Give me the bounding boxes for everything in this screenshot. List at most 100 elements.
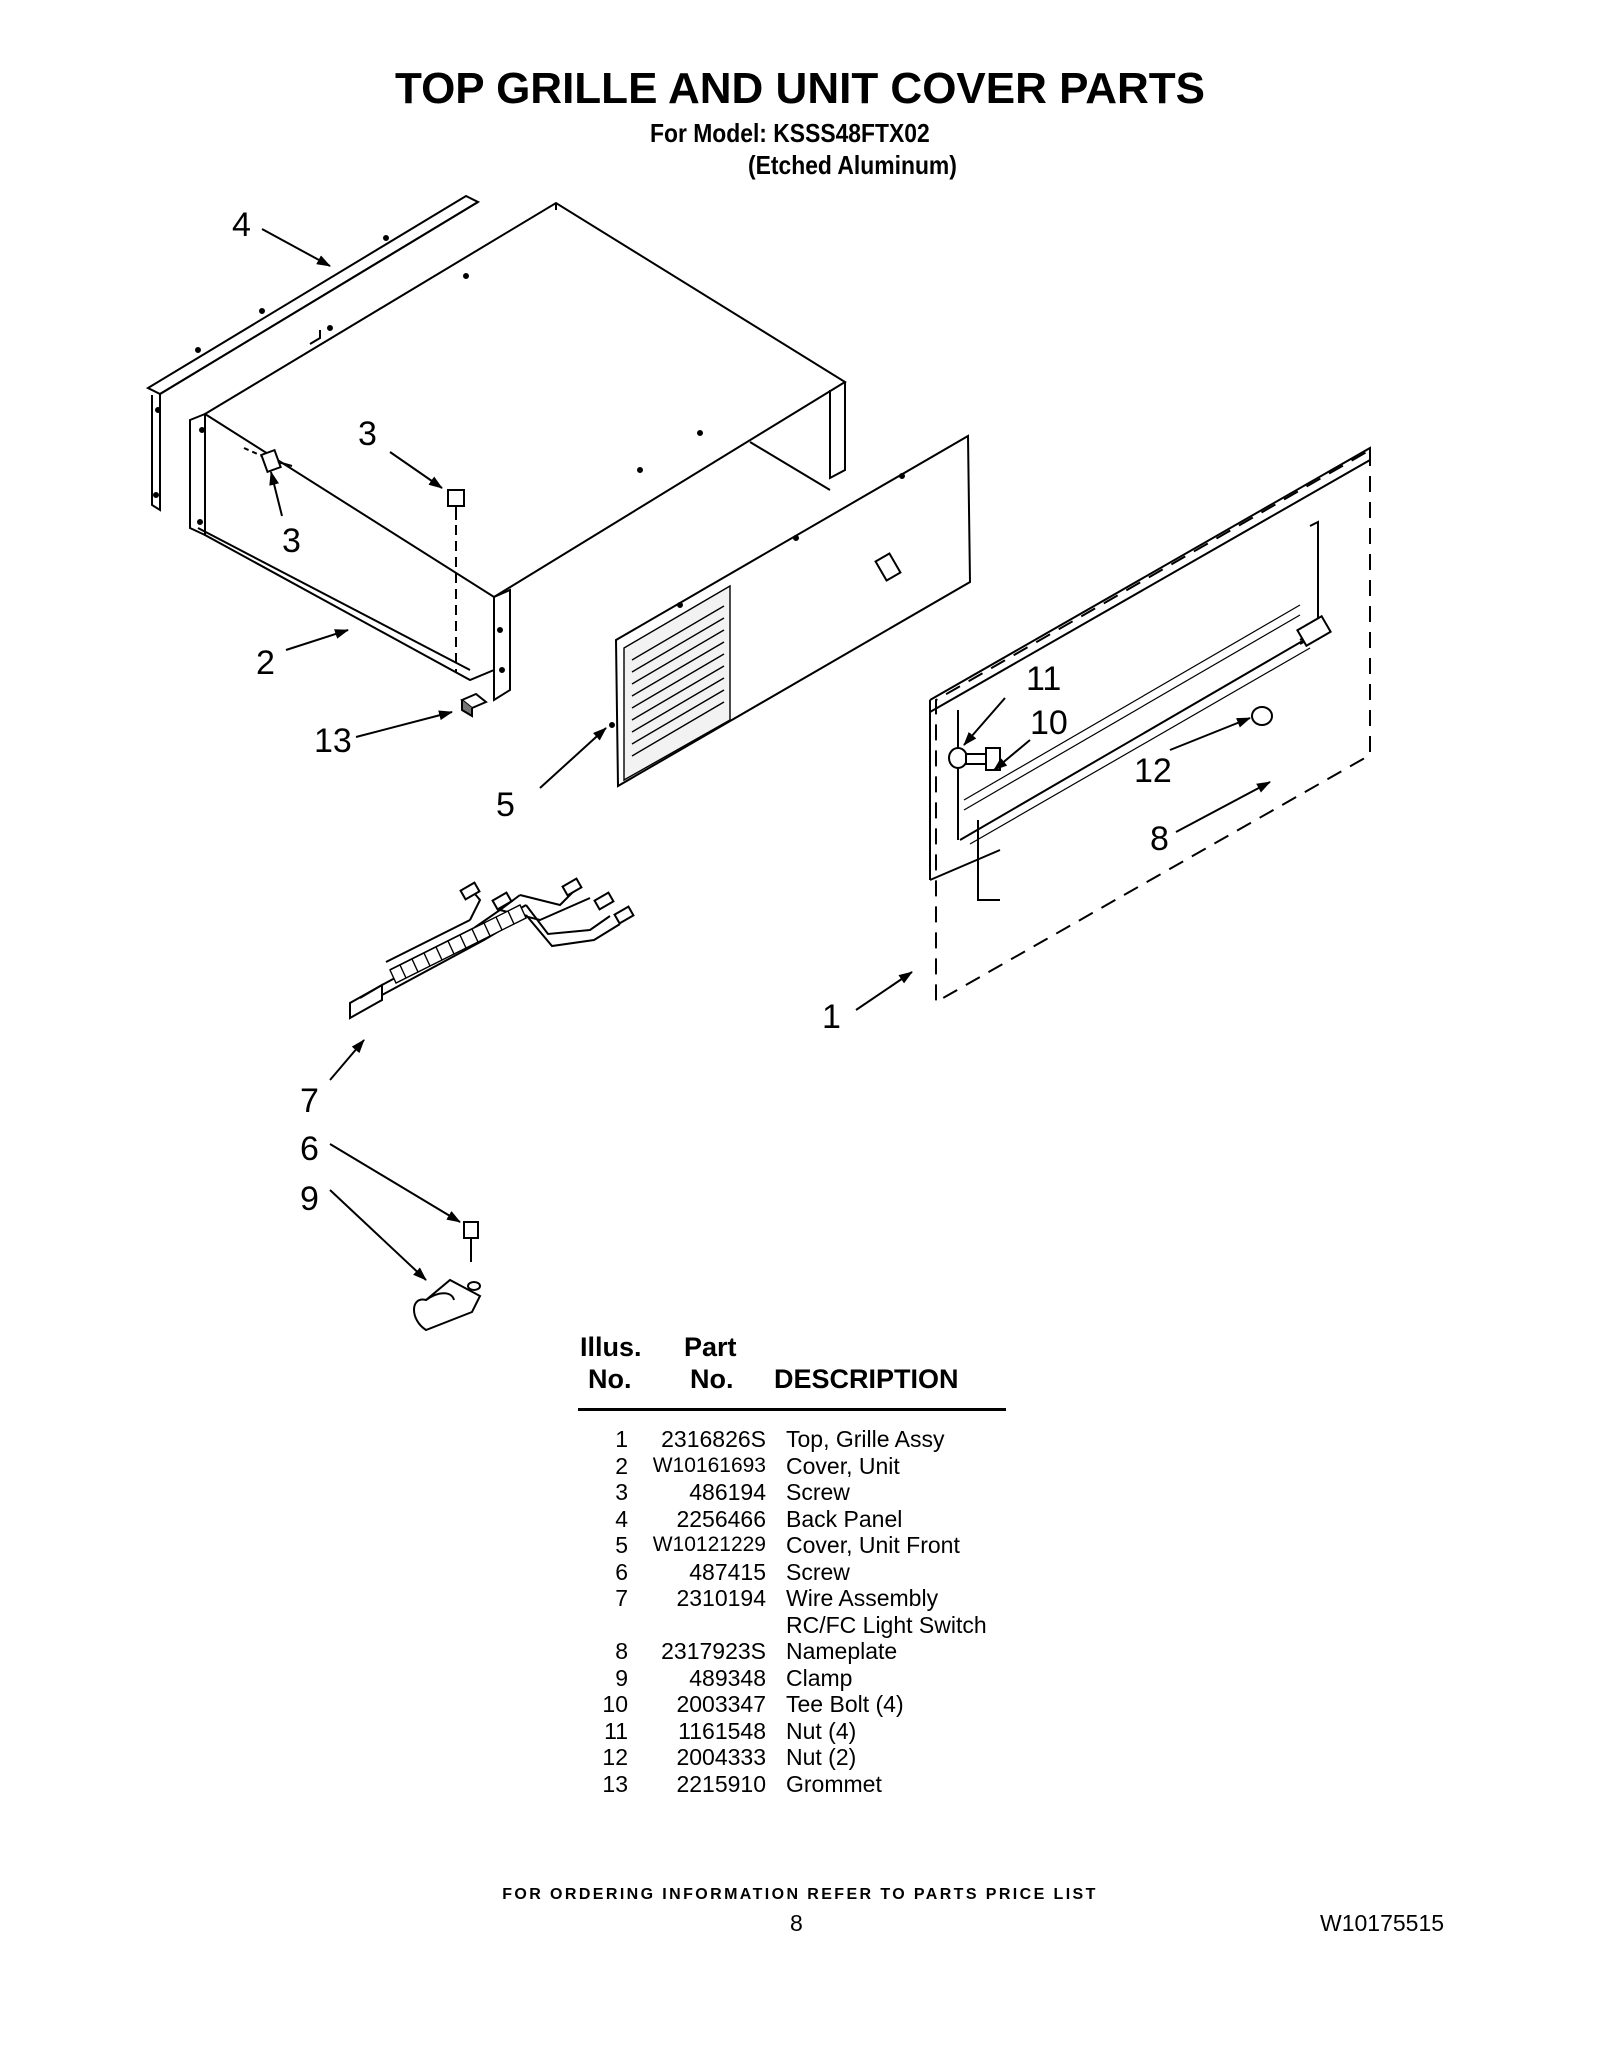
document-number: W10175515 [1320,1910,1445,1936]
illus-number: 8 [615,1638,628,1664]
table-row: 6 487415 Screw [578,1559,1008,1586]
finish-line: (Etched Aluminum) [748,150,957,180]
callout-3-left: 3 [282,522,301,560]
table-row: 10 2003347 Tee Bolt (4) [578,1691,1008,1718]
callout-3-top: 3 [358,415,377,453]
grille-assembly-boundary [935,449,1371,1004]
header-illus-no: No. [588,1364,632,1394]
part-description: Top, Grille Assy [786,1426,945,1453]
part-description-line: RC/FC Light Switch [786,1611,987,1638]
table-row: 3 486194 Screw [578,1479,1008,1506]
part-description: Screw [786,1479,850,1506]
callout-4: 4 [232,206,251,244]
part-description-line: Top, Grille Assy [786,1426,945,1452]
page-number: 8 [790,1910,803,1936]
header-illus: Illus. [580,1332,642,1362]
header-part-no: No. [690,1364,734,1394]
part-number: W10161693 [652,1453,766,1477]
part-description: Screw [786,1559,850,1586]
part-description-line: Screw [786,1558,850,1585]
header-description: DESCRIPTION [774,1364,959,1394]
wire-conduit-drawing [389,904,527,984]
table-row: 13 2215910 Grommet [578,1771,1008,1798]
illus-number: 2 [615,1452,628,1479]
callout-5: 5 [496,786,515,824]
callout-9: 9 [300,1180,319,1218]
illus-number: 7 [615,1585,628,1611]
part-description-line: Cover, Unit Front [786,1532,960,1558]
part-description-line: Screw [786,1479,850,1505]
illus-number: 9 [615,1664,628,1691]
illus-number: 12 [602,1744,628,1770]
header-rule [578,1408,1006,1411]
part-number: 2215910 [676,1770,766,1797]
part-description-line: Grommet [786,1770,882,1797]
part-number: 1161548 [678,1717,766,1744]
callout-13: 13 [314,722,352,760]
illus-number: 5 [615,1532,628,1558]
callout-8: 8 [1150,820,1169,858]
tee-bolt-and-nut-drawing [948,706,1273,771]
table-row: 1 2316826S Top, Grille Assy [578,1426,1008,1453]
page-title: TOP GRILLE AND UNIT COVER PARTS [395,64,1205,113]
front-cover-vent-grille [623,584,731,782]
part-description-line: Clamp [786,1664,853,1691]
part-number: 2310194 [676,1585,766,1611]
part-description: Tee Bolt (4) [786,1691,904,1718]
header-part: Part [684,1332,737,1362]
clamp-drawing [413,1278,482,1332]
part-number: 486194 [689,1479,766,1505]
part-number: W10121229 [652,1533,766,1556]
callout-numbers: 4 3 3 2 13 5 11 10 12 8 1 7 6 9 [232,206,1172,1218]
part-description: Back Panel [786,1506,902,1533]
part-description-line: Wire Assembly [786,1585,939,1611]
part-description: Nut (4) [786,1718,856,1745]
part-description: Grommet [786,1771,882,1798]
part-number: 2317923S [661,1638,766,1664]
illus-number: 11 [604,1717,628,1744]
part-number: 2004333 [676,1744,766,1770]
part-description: Nameplate [786,1638,897,1665]
part-description-line: Cover, Unit [786,1452,900,1479]
part-number: 2003347 [676,1691,766,1717]
callout-7: 7 [300,1082,319,1120]
back-panel-drawing [145,194,481,512]
part-description-line: Nut (4) [786,1717,857,1744]
table-row: 12 2004333 Nut (2) [578,1744,1008,1771]
table-row: 2 W10161693 Cover, Unit [578,1453,1008,1480]
callout-12: 12 [1134,752,1172,790]
illus-number: 1 [615,1426,628,1452]
ground-screw-drawing [463,1221,479,1262]
illus-number: 6 [615,1558,628,1585]
part-number: 489348 [689,1664,766,1691]
unit-cover-drawing [189,201,847,702]
illus-number: 4 [615,1505,628,1532]
part-description-line: Nut (2) [786,1744,857,1770]
part-number: 2316826S [661,1426,766,1452]
part-number: 487415 [689,1558,766,1585]
part-description-line: Nameplate [786,1638,898,1664]
callout-11: 11 [1026,660,1061,698]
table-row: 9 489348 Clamp [578,1665,1008,1692]
callout-1: 1 [822,998,841,1036]
illus-number: 13 [602,1770,628,1797]
callout-leaders [261,228,1271,1281]
callout-10: 10 [1030,704,1068,742]
part-description: Nut (2) [786,1744,856,1771]
illus-number: 10 [602,1691,628,1717]
part-description: Clamp [786,1665,852,1692]
table-row: 11 1161548 Nut (4) [578,1718,1008,1745]
part-description: Cover, Unit Front [786,1532,960,1559]
table-row: 5 W10121229 Cover, Unit Front [578,1532,1008,1559]
wire-assembly-drawing [349,877,635,1020]
part-description-line: Back Panel [786,1505,903,1532]
screw-drawing-left [243,447,293,474]
part-description: Cover, Unit [786,1453,900,1480]
part-description-line: Tee Bolt (4) [786,1691,904,1717]
illus-number: 3 [615,1479,628,1505]
